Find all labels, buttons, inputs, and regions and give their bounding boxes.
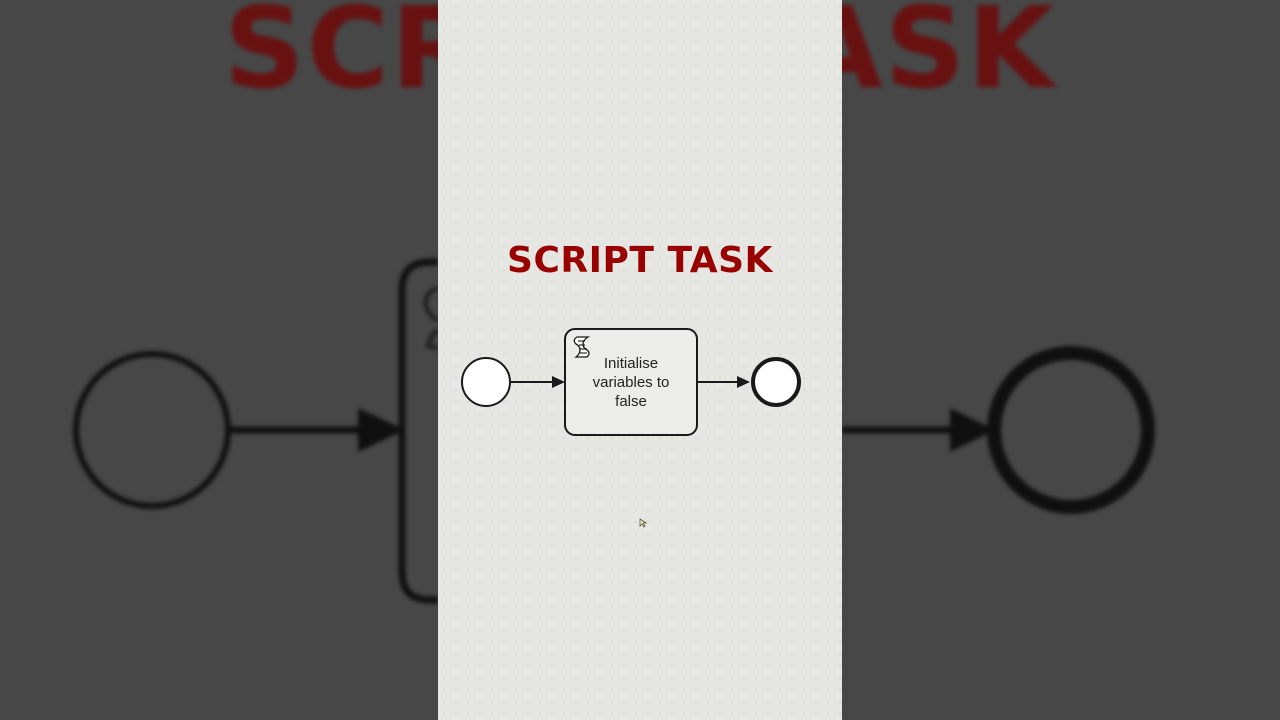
arrowhead-icon [552, 376, 565, 388]
background-end-event [987, 346, 1155, 514]
diagram-panel: SCRIPT TASK Initialise variables t [438, 0, 842, 720]
arrowhead-icon [737, 376, 750, 388]
background-script-icon [423, 286, 440, 350]
background-arrowhead-start [358, 408, 405, 452]
start-event[interactable] [461, 357, 511, 407]
script-icon [573, 336, 591, 358]
page-title: SCRIPT TASK [507, 240, 773, 281]
mouse-cursor-icon [639, 518, 647, 528]
task-label: Initialise variables to false [592, 354, 670, 410]
bpmn-diagram [461, 328, 801, 436]
background-start-event [73, 351, 231, 509]
background-arrowhead-end [950, 408, 995, 452]
end-event[interactable] [751, 357, 801, 407]
background-task-box [398, 258, 438, 604]
